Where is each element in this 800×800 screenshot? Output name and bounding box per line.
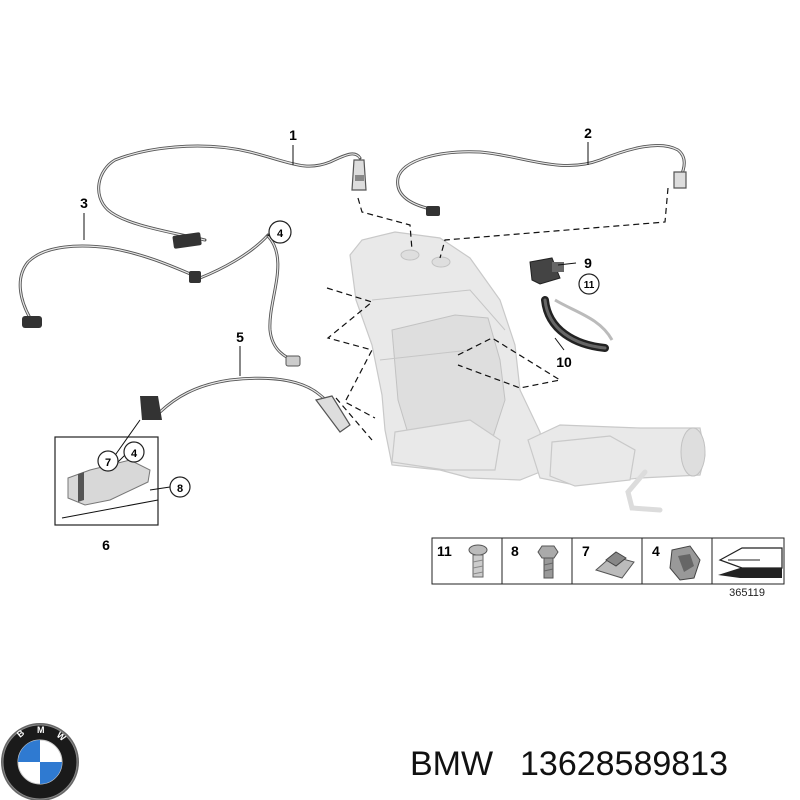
image-number: 365119	[729, 587, 765, 599]
pressure-sensor-parts	[529, 257, 614, 352]
sensor-wire-2	[396, 143, 687, 216]
callout-11-circled: 11	[584, 280, 595, 291]
clip-nut-icon	[594, 551, 635, 579]
callout-8-circled: 8	[177, 483, 183, 495]
brand-name: BMW	[410, 745, 493, 783]
callout-1: 1	[289, 127, 297, 143]
callout-4b-circled: 4	[131, 448, 138, 460]
sensor-wire-5	[140, 376, 351, 433]
legend-item-7: 7	[582, 543, 590, 559]
bolt-icon	[468, 544, 488, 578]
callout-9: 9	[584, 255, 592, 271]
callout-numbers: 1 2 3 5 6 9 10 4 11 7 4 8	[80, 125, 600, 553]
callout-3: 3	[80, 195, 88, 211]
sensor-wire-3	[18, 233, 270, 328]
dashed-guide-lines	[326, 187, 669, 441]
callout-2: 2	[584, 125, 592, 141]
diesel-particulate-filter-ghost	[349, 231, 706, 513]
part-number: 13628589813	[520, 745, 728, 783]
flange-bolt-icon	[537, 545, 559, 579]
bmw-logo: B M W	[1, 723, 79, 800]
callout-7-circled: 7	[105, 457, 111, 469]
sensor-wire-1	[97, 144, 367, 249]
callout-6: 6	[102, 537, 110, 553]
cable-clip-icon	[669, 545, 701, 581]
legend-item-4: 4	[652, 543, 660, 559]
legend-item-11: 11	[437, 543, 452, 559]
hardware-legend: 11 8 7 4 365119	[431, 537, 785, 599]
svg-text:M: M	[37, 725, 45, 735]
callout-10: 10	[556, 354, 572, 370]
svg-text:B: B	[15, 727, 27, 739]
callout-5: 5	[236, 329, 244, 345]
callout-4-circled: 4	[277, 228, 284, 240]
sensor-wire-4	[266, 234, 301, 367]
legend-item-8: 8	[511, 543, 519, 559]
arrow-icon	[718, 547, 783, 578]
